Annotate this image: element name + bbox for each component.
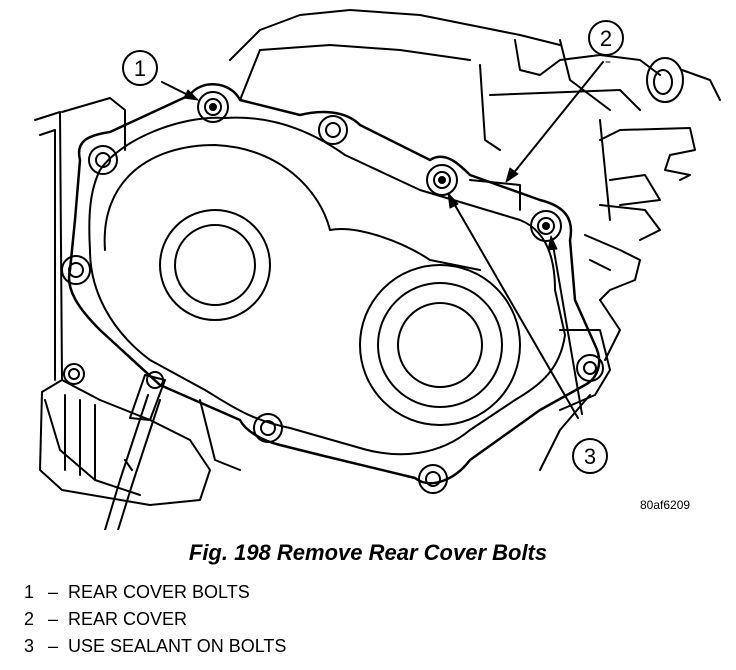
bolt[interactable] — [418, 464, 448, 494]
legend-item: 3–USE SEALANT ON BOLTS — [24, 636, 286, 663]
bolt[interactable] — [61, 255, 91, 285]
callout-1-number: 1 — [134, 56, 146, 81]
bolt[interactable] — [576, 354, 604, 382]
callout-legend: 1–REAR COVER BOLTS 2–REAR COVER 3–USE SE… — [24, 582, 286, 663]
rear-cover — [67, 83, 601, 485]
legend-number: 2 — [24, 609, 35, 629]
callout-1: 1 — [122, 50, 158, 86]
figure-caption: Fig. 198 Remove Rear Cover Bolts — [188, 540, 548, 565]
legend-number: 1 — [24, 582, 35, 602]
callout-2: 2 — [588, 20, 624, 56]
bolt[interactable] — [88, 145, 118, 175]
bolt[interactable] — [197, 91, 229, 123]
bolt[interactable] — [530, 210, 562, 242]
legend-item: 1–REAR COVER BOLTS — [24, 582, 286, 609]
legend-label: REAR COVER — [68, 609, 188, 629]
figure-id: 80af6209 — [640, 498, 691, 512]
bolt[interactable] — [318, 115, 348, 145]
leader-arrows — [161, 61, 611, 419]
callout-3: 3 — [572, 438, 608, 474]
bolt[interactable] — [426, 164, 458, 196]
legend-number: 3 — [24, 636, 35, 656]
legend-dash: – — [47, 609, 58, 629]
bolt[interactable] — [63, 363, 85, 385]
callout-2-number: 2 — [600, 26, 612, 51]
transmission-housing — [34, 9, 721, 530]
legend-label: REAR COVER BOLTS — [68, 582, 250, 602]
bolt-group — [61, 91, 604, 494]
transmission-rear-cover-diagram: 1 2 3 — [34, 9, 721, 530]
legend-item: 2–REAR COVER — [24, 609, 286, 636]
legend-dash: – — [47, 582, 58, 602]
legend-label: USE SEALANT ON BOLTS — [68, 636, 287, 656]
bolt[interactable] — [253, 413, 283, 443]
legend-dash: – — [47, 636, 58, 656]
callout-3-number: 3 — [584, 444, 596, 469]
